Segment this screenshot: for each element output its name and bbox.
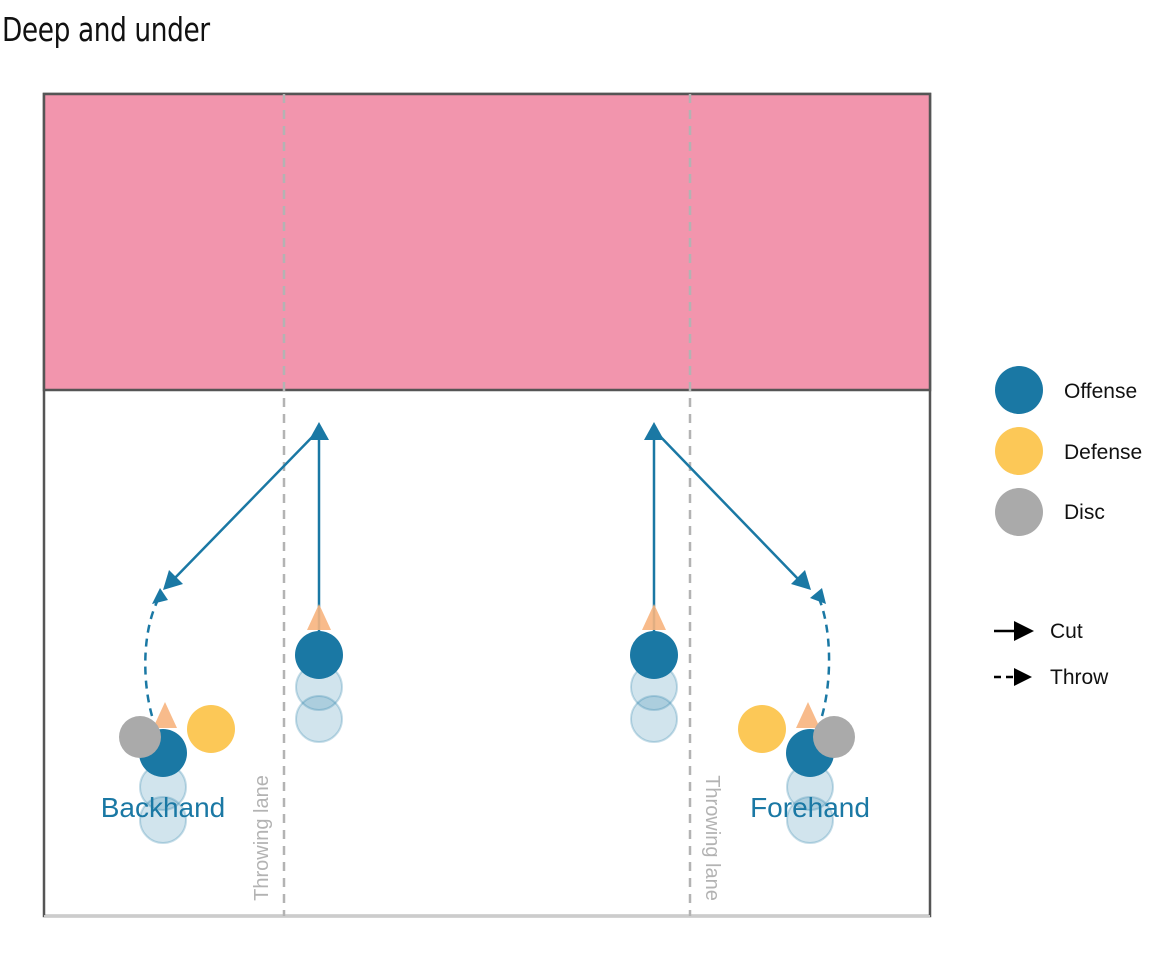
- offense-player: [295, 631, 343, 679]
- legend-defense-label: Defense: [1064, 441, 1142, 464]
- diagram-title: Deep and under: [2, 10, 210, 49]
- legend-cut-label: Cut: [1050, 620, 1083, 643]
- mark-triangle: [796, 702, 820, 728]
- throwing-lane-right-label: Throwing lane: [701, 775, 723, 901]
- throwing-lane-left-label: Throwing lane: [251, 775, 273, 901]
- cut-arrowhead: [309, 422, 329, 440]
- legend-throw-arrowhead: [1014, 668, 1032, 686]
- throw-arrowhead: [810, 588, 826, 604]
- cut-path-right-under: [653, 429, 801, 582]
- throw-path-backhand: [144, 595, 162, 717]
- legend-disc-swatch: [995, 488, 1043, 536]
- mark-triangle: [642, 604, 666, 630]
- cut-arrowhead: [644, 422, 664, 440]
- cut-path-left-under: [171, 429, 320, 582]
- defense-player: [187, 705, 235, 753]
- defense-player: [738, 705, 786, 753]
- disc: [813, 716, 855, 758]
- legend: Offense Defense Disc Cut Throw: [994, 366, 1142, 689]
- mark-triangle: [153, 702, 177, 728]
- legend-throw-label: Throw: [1050, 666, 1109, 689]
- ghost-position: [139, 796, 187, 844]
- backhand-label: Backhand: [101, 792, 226, 823]
- ghost-position: [786, 796, 834, 844]
- endzone: [42, 92, 932, 392]
- legend-disc-label: Disc: [1064, 501, 1105, 524]
- disc: [119, 716, 161, 758]
- ghost-position: [630, 695, 678, 743]
- legend-offense-label: Offense: [1064, 380, 1137, 403]
- legend-defense-swatch: [995, 427, 1043, 475]
- throw-arrowhead: [152, 588, 168, 604]
- forehand-label: Forehand: [750, 792, 870, 823]
- offense-player: [630, 631, 678, 679]
- ghost-position: [295, 695, 343, 743]
- legend-offense-swatch: [995, 366, 1043, 414]
- mark-triangle: [307, 604, 331, 630]
- cut-arrowhead: [163, 570, 183, 590]
- legend-cut-arrowhead: [1014, 621, 1034, 641]
- cut-arrowhead: [791, 570, 811, 590]
- throw-path-forehand: [816, 595, 831, 717]
